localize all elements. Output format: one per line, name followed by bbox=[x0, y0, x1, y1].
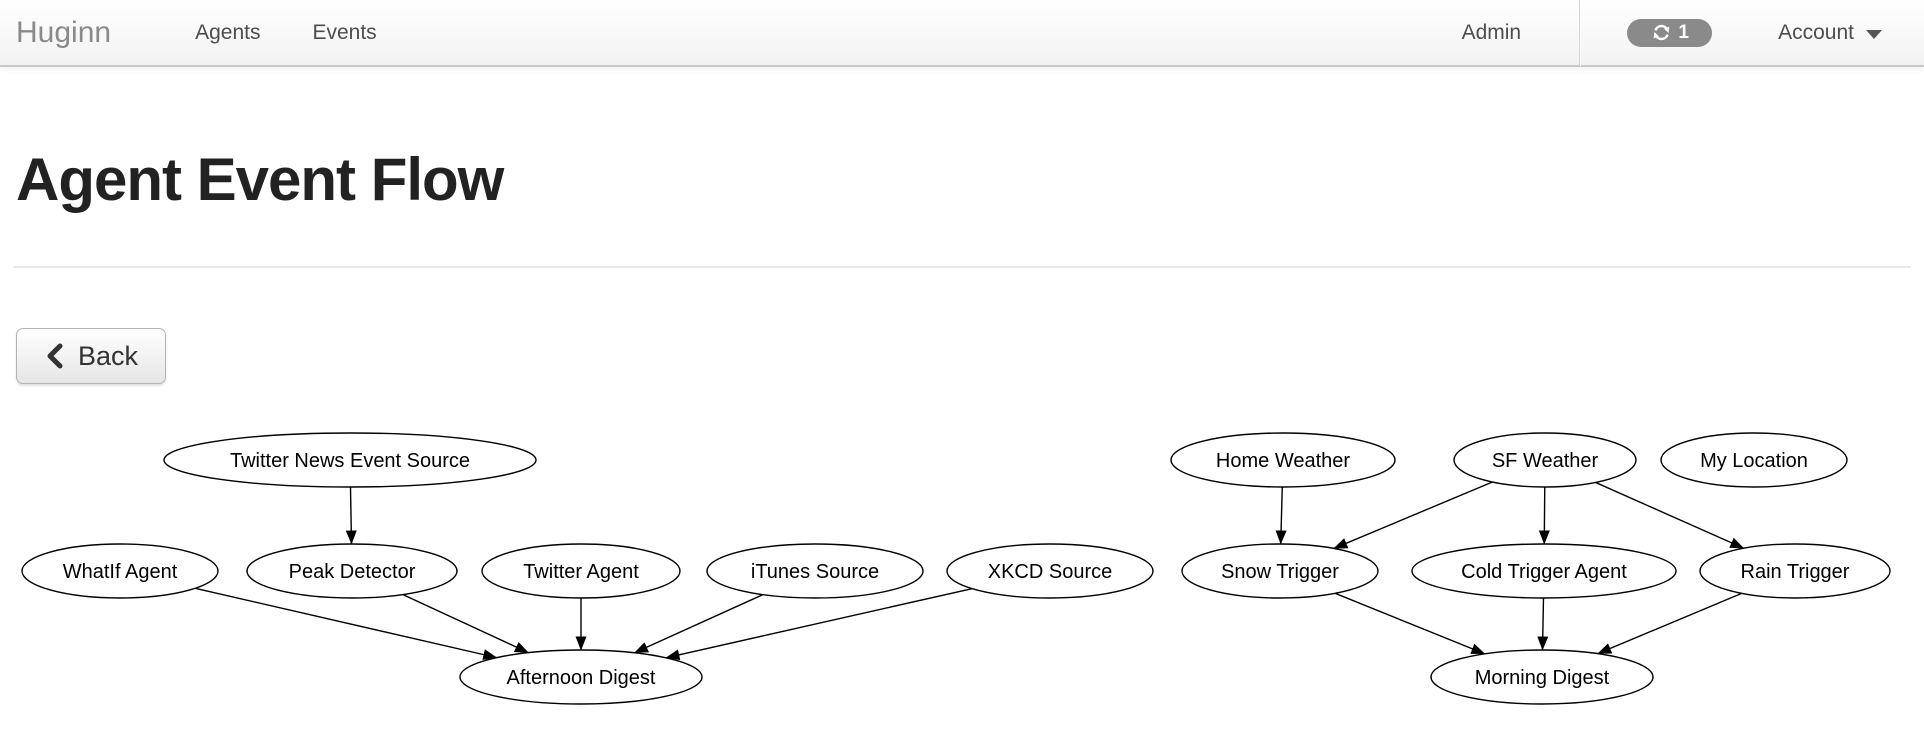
node-ellipse bbox=[946, 543, 1154, 599]
edge-sf-weather-to-snow-trigger bbox=[1333, 481, 1493, 550]
badge-count: 1 bbox=[1678, 21, 1689, 43]
caret-down-icon bbox=[1866, 29, 1882, 39]
node-cold-trigger-agent: Cold Trigger Agent bbox=[1411, 543, 1677, 599]
node-ellipse bbox=[706, 543, 924, 599]
page-title: Agent Event Flow bbox=[16, 146, 504, 213]
node-ellipse bbox=[459, 649, 703, 705]
admin-link[interactable]: Admin bbox=[1461, 20, 1522, 44]
node-label: SF Weather bbox=[1492, 450, 1599, 472]
node-ellipse bbox=[1181, 543, 1379, 599]
node-ellipse bbox=[1430, 649, 1654, 705]
node-home-weather: Home Weather bbox=[1170, 432, 1396, 488]
edge-snow-trigger-to-morning-digest bbox=[1334, 592, 1486, 655]
node-label: Morning Digest bbox=[1475, 667, 1610, 689]
node-label: Cold Trigger Agent bbox=[1461, 561, 1627, 583]
account-label: Account bbox=[1778, 20, 1854, 44]
node-ellipse bbox=[1660, 432, 1848, 488]
node-label: Home Weather bbox=[1216, 450, 1350, 472]
account-dropdown[interactable]: Account bbox=[1778, 21, 1882, 45]
node-ellipse bbox=[1699, 543, 1891, 599]
node-label: My Location bbox=[1700, 450, 1808, 472]
huginn-brand[interactable]: Huginn bbox=[16, 15, 112, 49]
edge-cold-trigger-agent-to-morning-digest bbox=[1537, 597, 1549, 651]
nav-item-agents-label[interactable]: Agents bbox=[195, 20, 261, 44]
nav-item-agents[interactable]: Agents bbox=[169, 21, 286, 45]
edge-sf-weather-to-cold-trigger-agent bbox=[1538, 486, 1550, 545]
edge-sf-weather-to-rain-trigger bbox=[1595, 481, 1745, 549]
node-whatif-agent: WhatIf Agent bbox=[21, 543, 219, 599]
back-button-label: Back bbox=[77, 340, 139, 371]
node-sf-weather: SF Weather bbox=[1453, 432, 1637, 488]
node-itunes-source: iTunes Source bbox=[706, 543, 924, 599]
node-peak-detector: Peak Detector bbox=[246, 543, 458, 599]
node-xkcd-source: XKCD Source bbox=[946, 543, 1154, 599]
node-label: Peak Detector bbox=[289, 561, 416, 583]
node-label: iTunes Source bbox=[751, 561, 879, 583]
node-ellipse bbox=[21, 543, 219, 599]
node-label: Twitter Agent bbox=[523, 561, 639, 583]
node-morning-digest: Morning Digest bbox=[1430, 649, 1654, 705]
title-divider bbox=[13, 266, 1911, 268]
edge-whatif-agent-to-afternoon-digest bbox=[195, 587, 498, 660]
edge-home-weather-to-snow-trigger bbox=[1275, 486, 1287, 545]
node-label: Twitter News Event Source bbox=[230, 450, 470, 472]
edge-twitter-news-event-source-to-peak-detector bbox=[345, 486, 357, 545]
node-ellipse bbox=[246, 543, 458, 599]
node-ellipse bbox=[1411, 543, 1677, 599]
node-rain-trigger: Rain Trigger bbox=[1699, 543, 1891, 599]
edge-layer bbox=[195, 481, 1745, 661]
node-ellipse bbox=[1170, 432, 1396, 488]
nav-item-events[interactable]: Events bbox=[286, 21, 402, 45]
node-ellipse bbox=[1453, 432, 1637, 488]
refresh-badge[interactable]: 1 bbox=[1627, 18, 1713, 47]
edge-xkcd-source-to-afternoon-digest bbox=[665, 587, 973, 661]
node-ellipse bbox=[481, 543, 681, 599]
back-chevron-icon bbox=[47, 343, 63, 369]
node-label: Afternoon Digest bbox=[507, 667, 656, 689]
node-twitter-agent: Twitter Agent bbox=[481, 543, 681, 599]
node-label: Rain Trigger bbox=[1741, 561, 1850, 583]
back-button[interactable]: Back bbox=[16, 328, 166, 384]
navbar: Huginn Agents Events Admin 1 Account bbox=[0, 0, 1924, 67]
refresh-icon bbox=[1653, 24, 1670, 41]
edge-peak-detector-to-afternoon-digest bbox=[402, 593, 529, 654]
node-my-location: My Location bbox=[1660, 432, 1848, 488]
node-label: Snow Trigger bbox=[1221, 561, 1339, 583]
node-twitter-news-event-source: Twitter News Event Source bbox=[163, 432, 537, 488]
nav-item-events-label[interactable]: Events bbox=[312, 20, 377, 44]
node-label: XKCD Source bbox=[988, 561, 1113, 583]
edge-rain-trigger-to-morning-digest bbox=[1597, 592, 1742, 655]
node-ellipse bbox=[163, 432, 537, 488]
node-afternoon-digest: Afternoon Digest bbox=[459, 649, 703, 705]
node-snow-trigger: Snow Trigger bbox=[1181, 543, 1379, 599]
navbar-divider bbox=[1579, 0, 1582, 66]
nav-links: Agents Events bbox=[169, 21, 403, 45]
edge-itunes-source-to-afternoon-digest bbox=[634, 594, 764, 654]
node-label: WhatIf Agent bbox=[63, 561, 178, 583]
